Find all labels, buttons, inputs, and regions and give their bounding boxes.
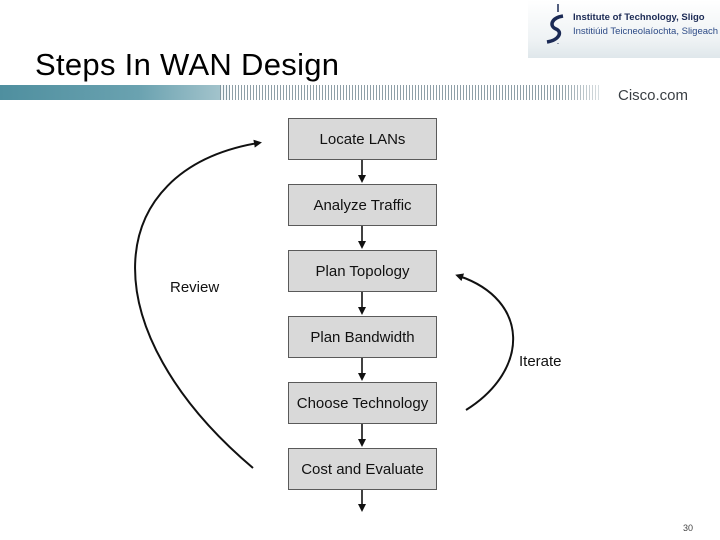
header-divider-bar: [0, 85, 720, 100]
step-cost-and-evaluate: Cost and Evaluate: [288, 448, 437, 490]
header-bar-solid: [0, 85, 230, 100]
iterate-curve-arrow: [455, 273, 515, 411]
institute-name-english: Institute of Technology, Sligo: [573, 12, 705, 23]
step-plan-bandwidth: Plan Bandwidth: [288, 316, 437, 358]
step-choose-technology: Choose Technology: [288, 382, 437, 424]
slide-title: Steps In WAN Design: [35, 47, 340, 82]
step-locate-lans: Locate LANs: [288, 118, 437, 160]
review-label: Review: [170, 279, 220, 296]
institute-name-irish: Institiúid Teicneolaíochta, Sligeach: [573, 26, 719, 37]
header-bar-stripes: [220, 85, 600, 100]
page-number: 30: [683, 523, 694, 533]
review-curve-arrow: [134, 139, 262, 469]
institute-logo-icon: [546, 4, 564, 44]
institute-logo-area: [528, 0, 720, 58]
header-bar-fade: [560, 85, 620, 100]
step-plan-topology: Plan Topology: [288, 250, 437, 292]
iterate-label: Iterate: [519, 353, 562, 370]
step-analyze-traffic: Analyze Traffic: [288, 184, 437, 226]
cisco-logo-text: Cisco.com: [618, 87, 689, 104]
